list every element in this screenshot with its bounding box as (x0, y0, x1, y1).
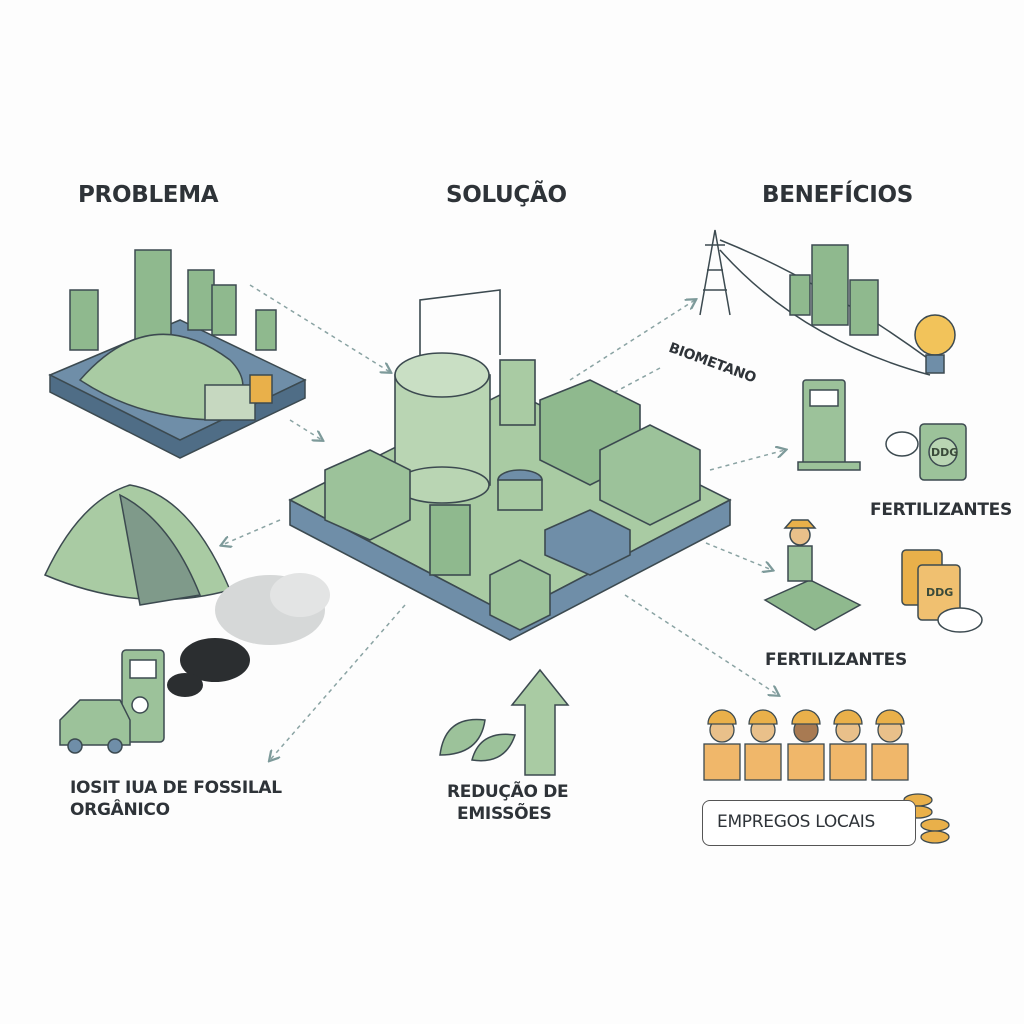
heading-problem: PROBLEMA (78, 182, 219, 208)
heading-solution: SOLUÇÃO (446, 182, 567, 208)
coins-icon (903, 793, 950, 844)
heading-benefits: BENEFÍCIOS (762, 182, 914, 208)
fossil-fuel-pump-icon (59, 649, 165, 754)
flow-arrows (222, 284, 785, 760)
arrow (709, 450, 785, 471)
workers-icon (703, 709, 909, 781)
power-grid-icon (699, 229, 956, 376)
arrow (222, 519, 281, 545)
biogas-plant-icon (288, 289, 732, 641)
emissions-reduction-icon (439, 668, 570, 776)
ddg-bags-cow-icon (901, 549, 983, 633)
arrow (705, 542, 772, 570)
arrow (270, 604, 406, 760)
solution-caption-line2: EMISSÕES (457, 804, 552, 824)
arrow (569, 300, 695, 381)
solution-caption-line1: REDUÇÃO DE (447, 782, 569, 802)
arrow (624, 594, 778, 695)
farmer-icon (763, 519, 862, 631)
fertilizers-label-1: FERTILIZANTES (870, 500, 1012, 520)
arrow (289, 419, 322, 440)
ddg-label-1: DDG (931, 446, 959, 459)
problem-caption-line2: ORGÂNICO (70, 800, 170, 820)
biomethane-pump-icon (797, 379, 861, 471)
jobs-label: EMPREGOS LOCAIS (717, 812, 876, 832)
landfill-city-icon (48, 249, 307, 459)
problem-caption-line1: IOSIT IUA DE FOSSILAL (70, 778, 282, 798)
fertilizers-label-2: FERTILIZANTES (765, 650, 907, 670)
jobs-box (702, 800, 916, 846)
waste-pile-icon (43, 484, 232, 606)
ddg-label-2: DDG (926, 586, 954, 599)
ddg-bag-icon (885, 423, 967, 481)
arrow (249, 284, 390, 372)
smoke-cloud-icon (167, 573, 330, 697)
